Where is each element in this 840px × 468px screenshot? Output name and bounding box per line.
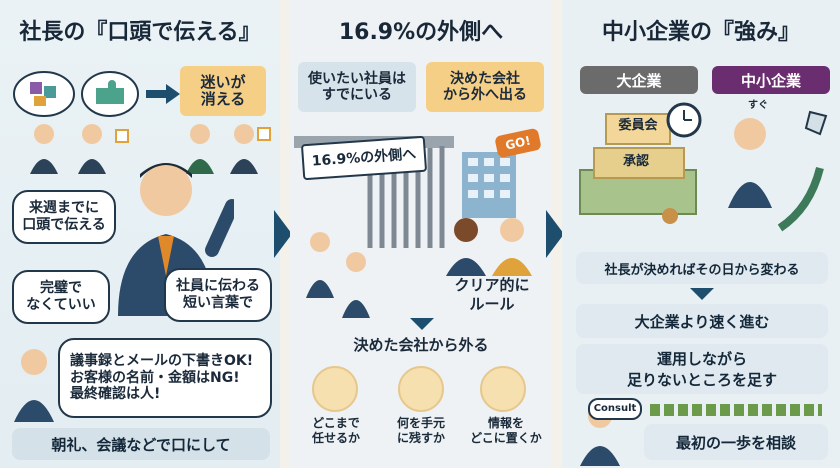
panel1-title: 社長の『口頭で伝える』 [19, 20, 261, 45]
progress-arrows [650, 404, 822, 416]
folder-icon [480, 366, 526, 412]
label-immediately: すぐ [748, 100, 768, 111]
subheading-decided-out: 決めた会社から外る [353, 336, 489, 354]
employees-group [30, 124, 271, 174]
panel-sme-strength: 中小企業の『強み』 大企業 中小企業 委員会 承認 すぐ 社長が決めればその日か… [562, 0, 840, 468]
box-first-step: 最初の一歩を相談 [644, 424, 828, 460]
panel2-title: 16.9%の外側へ [338, 20, 504, 45]
caption-keep-handy: 何を手元 に残すか [396, 416, 445, 445]
rules-bubble: 議事録とメールの下書きOK! お客様の名前・金額はNG! 最終確認は人! [58, 338, 272, 418]
clear-rules-label: クリア的に ルール [454, 276, 530, 313]
chevron-right-icon [274, 210, 292, 258]
label-committee: 委員会 [618, 118, 658, 133]
tag-confusion-gone: 迷いが 消える [180, 66, 266, 116]
label-approval: 承認 [622, 154, 649, 169]
staff-figure [14, 349, 54, 422]
puzzle-thought-icon [13, 71, 139, 117]
bottom-bar-morning-meeting: 朝礼、会議などで口にして [12, 428, 270, 460]
panel3-title: 中小企業の『強み』 [601, 20, 800, 45]
arrow-down-icon [690, 288, 714, 300]
bubble-short-words: 社員に伝わる 短い言葉で [164, 268, 272, 322]
worried-staff-figures [306, 232, 370, 318]
bubble-not-perfect: 完璧で なくていい [12, 270, 110, 324]
sme-president-figure [728, 110, 828, 232]
bubble-next-week: 来週までに 口頭で伝える [12, 190, 116, 244]
tag-decided-company: 決めた会社 から外へ出る [426, 62, 544, 112]
arrow-down-icon [410, 318, 434, 330]
panel-verbal-communication: 社長の『口頭で伝える』 迷いが 消える 来週までに 口頭で伝える 完璧で なくて… [0, 0, 280, 468]
label-small-company: 中小企業 [712, 66, 830, 94]
consult-bubble: Consult [588, 398, 642, 420]
box-operate-and-add: 運用しながら 足りないところを足す [576, 344, 828, 394]
office-building-icon [462, 152, 516, 218]
box-faster-than-big: 大企業より速く進む [576, 304, 828, 338]
maze-illustration [579, 102, 702, 224]
label-big-company: 大企業 [580, 66, 698, 94]
caption-delegation: どこまで 任せるか [311, 416, 360, 445]
arrow-right-icon [146, 84, 180, 104]
delegation-icon [312, 366, 358, 412]
box-president-decides: 社長が決めればその日から変わる [576, 252, 828, 284]
tag-staff-want: 使いたい社員は すでにいる [298, 62, 416, 112]
caption-info-location: 情報を どこに置くか [470, 416, 542, 445]
chevron-right-icon [546, 210, 564, 258]
clear-rules-staff [446, 218, 532, 276]
keep-handy-icon [398, 366, 444, 412]
panel-outside-16-9: 16.9%の外側へ 使いたい社員は すでにいる 決めた会社 から外へ出る 16.… [290, 0, 552, 468]
